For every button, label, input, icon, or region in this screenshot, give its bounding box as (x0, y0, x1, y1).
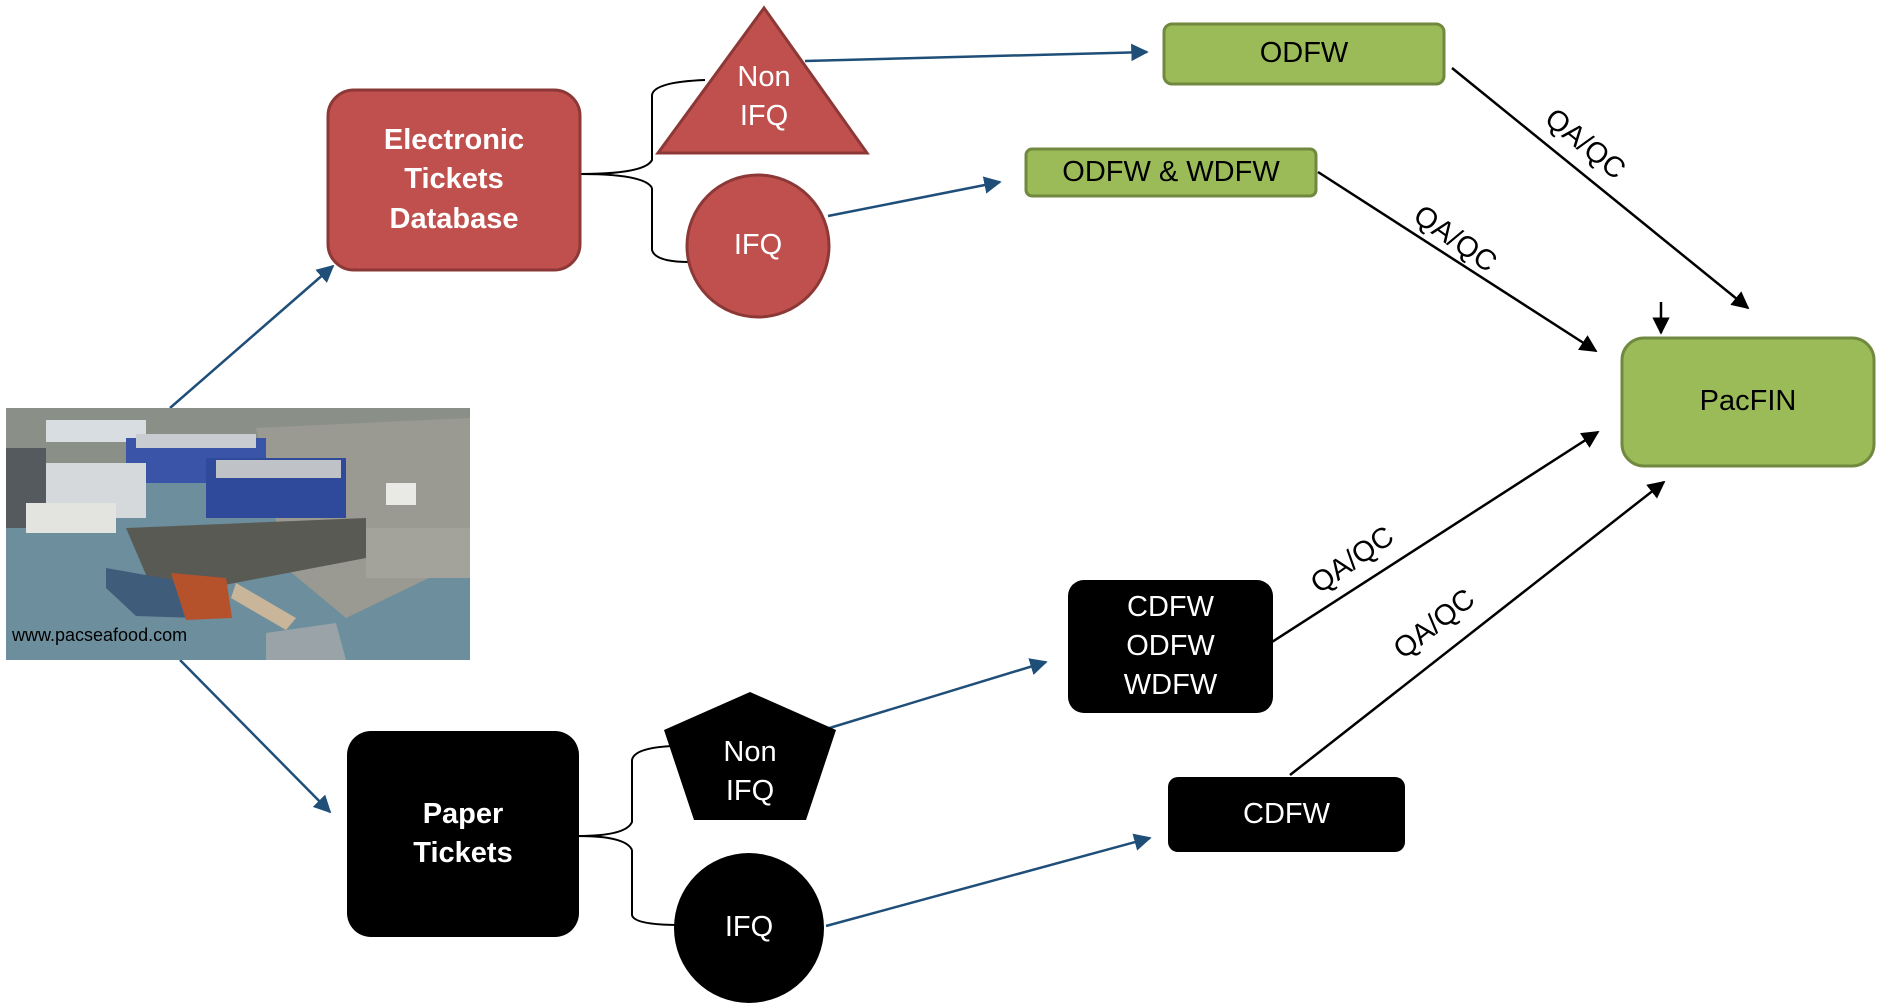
arrow-p-ifq-to-cdfw (825, 833, 1152, 928)
arrow-odfw-to-pacfin (1451, 67, 1750, 310)
arrow-p-nonifq-to-cdfw-odfw-wdfw (822, 658, 1048, 732)
p-nonifq-line-2: IFQ (725, 775, 775, 807)
dock-image (6, 408, 470, 660)
paper-tickets-box (347, 731, 579, 937)
e-nonifq-line-1: Non (737, 60, 791, 93)
e-nonifq-line-2: IFQ (739, 100, 789, 132)
arrow-cdfw-odfw-wdfw-to-pacfin (1271, 430, 1600, 644)
arrow-e-ifq-to-odfw-wdfw (827, 176, 1002, 218)
odfw-wdfw-label: ODFW & WDFW (1062, 155, 1280, 188)
pacfin-label: PacFIN (1699, 385, 1797, 418)
cdfw-odfw-wdfw-label: CDFW ODFW WDFW (1068, 580, 1273, 713)
bracket-electronic (579, 79, 706, 263)
electronic-line-3: Database (389, 202, 519, 235)
cdfw-label: CDFW (1243, 797, 1330, 830)
bracket-electronic-stem (579, 173, 653, 189)
paper-line-2: Tickets (413, 837, 513, 869)
odfw-label: ODFW (1259, 37, 1349, 70)
fishing-dock-photo: www.pacseafood.com (6, 408, 470, 660)
cdfw-odfw-wdfw-line-3: WDFW (1123, 669, 1218, 702)
arrow-photo-to-electronic (169, 264, 335, 409)
arrow-photo-to-paper (179, 659, 332, 814)
arrow-cdfw-to-pacfin (1289, 480, 1666, 776)
p-nonifq-pentagon (664, 692, 836, 820)
bracket-paper-stem (577, 835, 633, 851)
cdfw-box (1168, 777, 1405, 852)
e-nonifq-triangle (655, 5, 870, 155)
e-ifq-circle (685, 173, 831, 319)
arrow-e-nonifq-to-odfw (804, 43, 1149, 63)
cdfw-odfw-wdfw-line-2: ODFW (1126, 629, 1215, 662)
p-ifq-circle (674, 853, 824, 1003)
electronic-tickets-label: Electronic Tickets Database (328, 90, 580, 270)
odfw-wdfw-box (1024, 147, 1318, 198)
e-nonifq-label: Non IFQ (684, 52, 844, 142)
electronic-tickets-box (326, 88, 582, 272)
odfw-box (1162, 22, 1446, 86)
p-nonifq-label: Non IFQ (670, 728, 830, 816)
cdfw-odfw-wdfw-line-1: CDFW (1127, 590, 1214, 623)
paper-tickets-label: Paper Tickets (347, 731, 579, 937)
pacfin-box (1620, 336, 1876, 468)
cdfw-odfw-wdfw-box (1068, 580, 1273, 713)
photo-credit: www.pacseafood.com (12, 625, 188, 645)
p-ifq-label: IFQ (724, 911, 774, 944)
bracket-paper (577, 745, 681, 926)
electronic-line-1: Electronic (383, 124, 525, 157)
arrow-odfw-wdfw-to-pacfin (1317, 170, 1598, 353)
paper-line-1: Paper (422, 797, 504, 830)
e-ifq-label: IFQ (733, 229, 783, 262)
p-nonifq-line-1: Non (723, 735, 777, 768)
electronic-line-2: Tickets (404, 163, 504, 196)
